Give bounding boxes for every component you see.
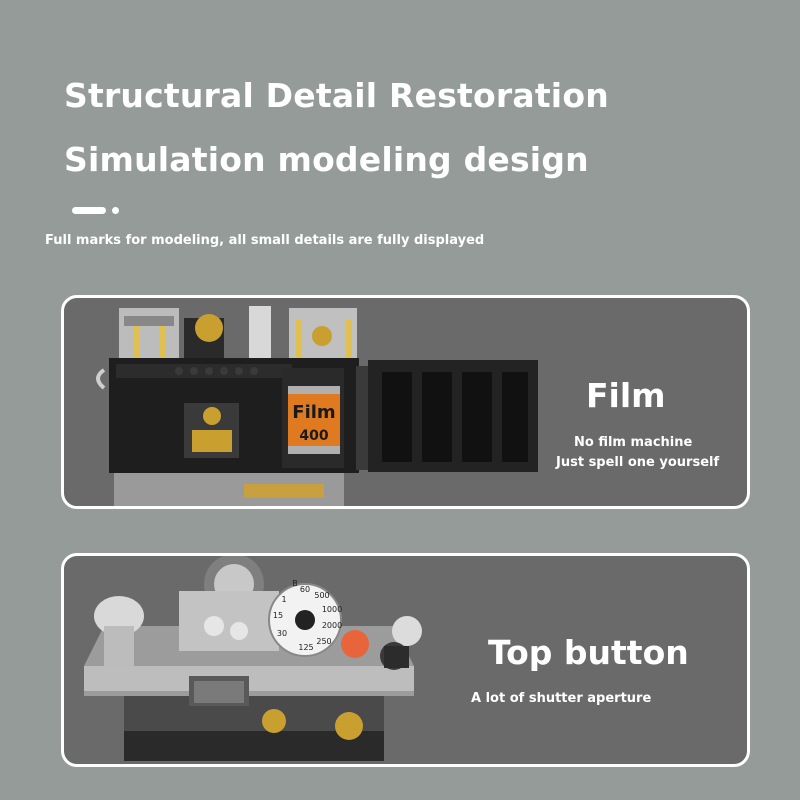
top-button-title: Top button xyxy=(488,633,689,672)
headline-line-2: Simulation modeling design xyxy=(64,140,589,179)
dial-value: 125 xyxy=(298,643,313,652)
dial-value: 250 xyxy=(316,637,331,646)
divider-dot xyxy=(112,207,119,214)
dial-value: 30 xyxy=(277,629,287,638)
film-label: Film xyxy=(292,402,335,423)
film-description-line-1: No film machine xyxy=(574,435,693,450)
film-title: Film xyxy=(586,376,666,415)
dial-value: 2000 xyxy=(322,621,342,630)
subtitle: Full marks for modeling, all small detai… xyxy=(45,233,485,248)
dial-value: 60 xyxy=(300,585,310,594)
film-feature-card: Film 400 Film No film machine Just spell… xyxy=(61,295,750,509)
dial-value: B xyxy=(292,579,298,588)
top-button-feature-card: 60 500 1000 2000 1 15 30 125 250 B Top b… xyxy=(61,553,750,767)
film-description-line-2: Just spell one yourself xyxy=(556,455,720,470)
dial-value: 15 xyxy=(273,611,283,620)
dial-value: 1000 xyxy=(322,605,342,614)
film-iso: 400 xyxy=(299,428,328,444)
camera-back-illustration: Film 400 xyxy=(96,306,538,506)
headline-line-1: Structural Detail Restoration xyxy=(64,76,609,115)
dial-value: 1 xyxy=(281,595,286,604)
camera-top-illustration: 60 500 1000 2000 1 15 30 125 250 B xyxy=(84,556,422,761)
divider-bar xyxy=(72,207,106,214)
top-button-description: A lot of shutter aperture xyxy=(471,691,652,706)
dial-value: 500 xyxy=(314,591,329,600)
